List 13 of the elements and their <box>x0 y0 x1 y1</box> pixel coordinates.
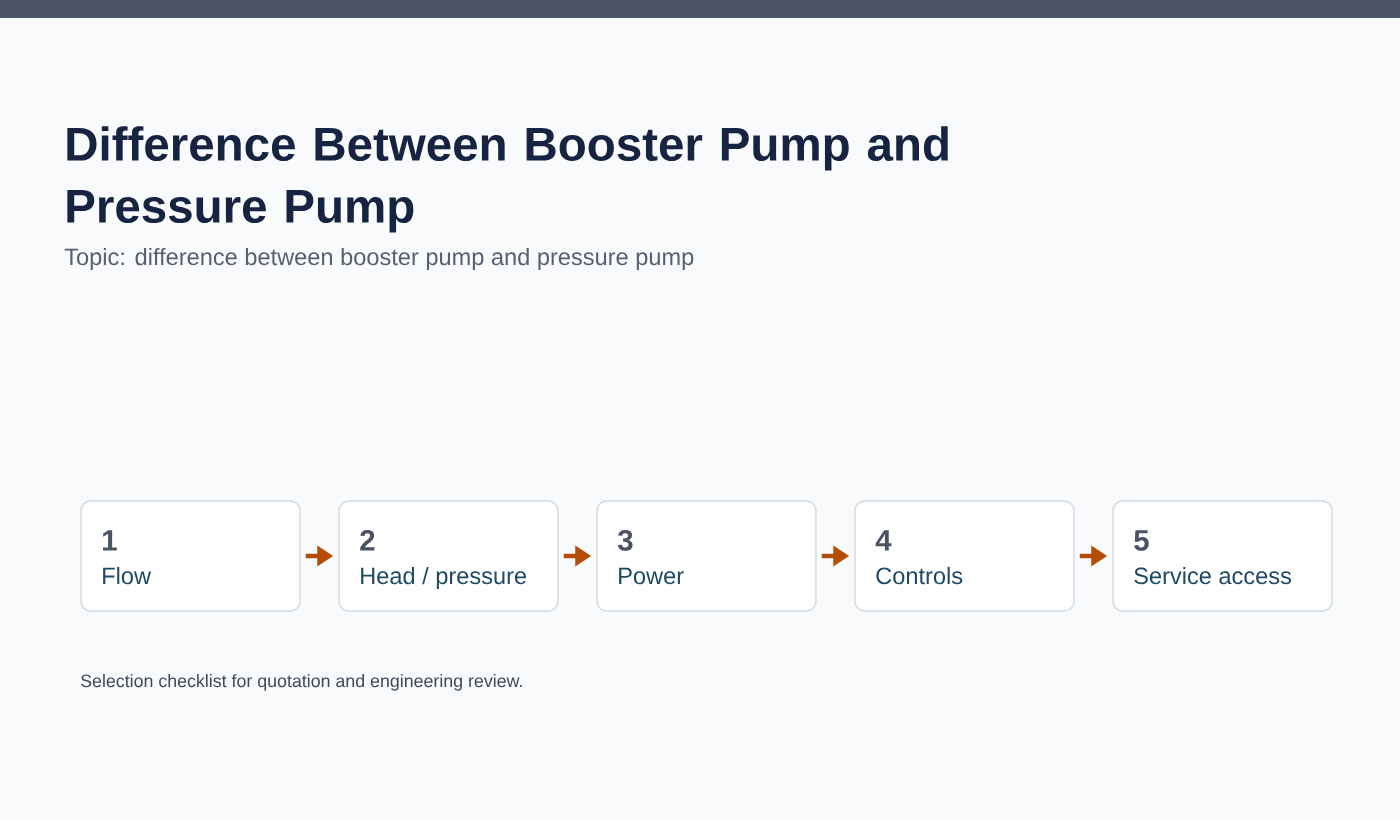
step-label: Service access <box>1134 566 1291 585</box>
step-number: 4 <box>875 530 892 551</box>
step-number: 3 <box>617 529 633 551</box>
step-number: 1 <box>103 530 117 551</box>
caption: Selection checklist for quotation and engineering review. <box>81 674 522 691</box>
step-label: Power <box>619 567 684 585</box>
step-number: 2 <box>360 529 375 551</box>
title: Difference Between Booster Pump and Pressure Pump <box>67 126 948 233</box>
subtitle: Topic: difference between booster pump and pressure pump <box>64 247 694 270</box>
step-number: 5 <box>1134 530 1149 551</box>
step-label: Controls <box>876 566 963 585</box>
step-label: Flow <box>103 566 152 585</box>
step-label: Head / pressure <box>361 566 527 589</box>
